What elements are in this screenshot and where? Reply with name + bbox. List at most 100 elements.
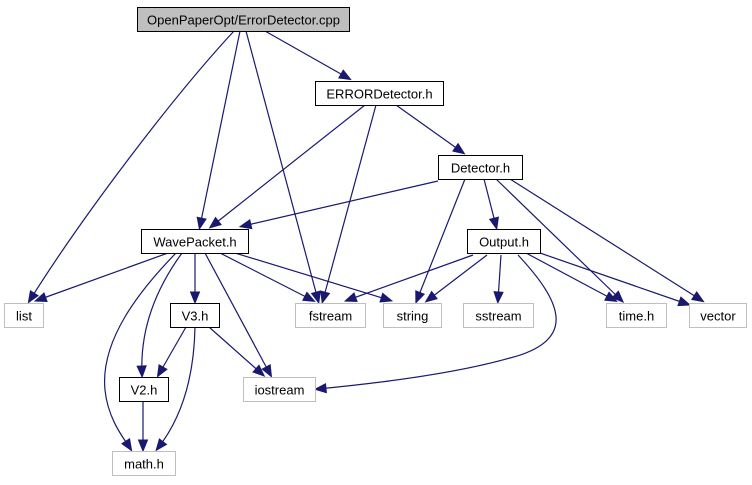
arrowhead-icon xyxy=(155,438,168,452)
edge-v2_h-to-math_h xyxy=(137,401,149,453)
node-box xyxy=(119,377,169,402)
arrowhead-icon xyxy=(310,290,321,305)
edge-line xyxy=(104,252,177,449)
edge-line xyxy=(322,104,377,301)
edge-wavepacket_h-to-fstream xyxy=(219,252,316,302)
edge-wavepacket_h-to-iostream xyxy=(204,252,273,378)
node-label: OpenPaperOpt/ErrorDetector.cpp xyxy=(147,13,340,28)
node-label: ERRORDetector.h xyxy=(326,87,432,102)
edge-wavepacket_h-to-list xyxy=(33,252,169,303)
node-label: sstream xyxy=(475,309,521,324)
node-box xyxy=(137,7,350,32)
node-v3-h[interactable]: V3.h xyxy=(170,303,220,328)
edge-line xyxy=(208,326,263,375)
arrowhead-icon xyxy=(252,364,266,377)
edge-v3_h-to-math_h xyxy=(155,326,196,452)
node-detector-h[interactable]: Detector.h xyxy=(438,155,523,180)
edge-line xyxy=(234,252,390,301)
arrowhead-icon xyxy=(424,290,438,303)
edge-line xyxy=(37,252,169,301)
edge-v3_h-to-v2_h xyxy=(156,326,187,378)
node-box xyxy=(112,451,176,476)
node-math-h: math.h xyxy=(112,451,176,476)
edge-line xyxy=(199,30,241,227)
node-string: string xyxy=(383,303,442,328)
node-box xyxy=(383,303,442,328)
edge-detector_h-to-string xyxy=(415,178,466,305)
node-box xyxy=(463,303,534,328)
node-list: list xyxy=(4,303,44,328)
node-sstream: sstream xyxy=(463,303,534,328)
edge-root-to-wavepacket_h xyxy=(196,30,241,231)
node-box xyxy=(438,155,523,180)
node-box xyxy=(689,303,747,328)
arrowhead-icon xyxy=(320,290,331,305)
arrowhead-icon xyxy=(302,291,316,302)
edge-wavepacket_h-to-v3_h xyxy=(189,253,201,305)
node-label: math.h xyxy=(124,457,164,472)
arrowhead-icon xyxy=(189,291,201,305)
node-box xyxy=(4,303,44,328)
node-label: string xyxy=(397,309,429,324)
node-box xyxy=(606,303,667,328)
arrowhead-icon xyxy=(493,291,504,305)
edges-layer xyxy=(27,30,705,453)
node-root[interactable]: OpenPaperOpt/ErrorDetector.cpp xyxy=(137,7,350,32)
edge-line xyxy=(158,326,187,375)
arrowhead-icon xyxy=(238,218,253,230)
node-v2-h[interactable]: V2.h xyxy=(119,377,169,402)
edge-root-to-errordetector_h xyxy=(264,30,352,81)
edge-output_h-to-time_h xyxy=(525,252,618,303)
node-box xyxy=(315,81,444,106)
arrowhead-icon xyxy=(27,290,39,304)
edge-line xyxy=(317,254,557,390)
edge-detector_h-to-output_h xyxy=(483,178,499,231)
edge-detector_h-to-time_h xyxy=(495,178,625,304)
node-wavepacket-h[interactable]: WavePacket.h xyxy=(141,229,249,254)
arrowhead-icon xyxy=(611,290,625,304)
arrowhead-icon xyxy=(156,364,168,378)
edge-line xyxy=(509,178,702,301)
arrowhead-icon xyxy=(196,216,207,231)
arrowhead-icon xyxy=(33,292,48,303)
edge-line xyxy=(211,104,366,227)
edge-line xyxy=(219,252,313,301)
arrowhead-icon xyxy=(691,291,705,303)
edge-line xyxy=(416,178,466,301)
node-time-h: time.h xyxy=(606,303,667,328)
edge-line xyxy=(242,180,439,227)
node-vector: vector xyxy=(689,303,747,328)
edge-detector_h-to-vector xyxy=(509,178,705,303)
node-fstream: fstream xyxy=(295,303,366,328)
arrowhead-icon xyxy=(261,364,273,378)
node-output-h[interactable]: Output.h xyxy=(467,229,541,254)
arrowhead-icon xyxy=(121,438,133,452)
arrowhead-icon xyxy=(452,142,466,155)
node-label: list xyxy=(16,309,32,324)
arrowhead-icon xyxy=(379,292,394,303)
edge-wavepacket_h-to-math_h xyxy=(104,252,177,452)
edge-wavepacket_h-to-string xyxy=(234,252,394,303)
node-label: Output.h xyxy=(479,235,529,250)
node-iostream: iostream xyxy=(243,377,316,402)
edge-line xyxy=(264,30,349,79)
edge-line xyxy=(204,252,271,375)
node-label: V3.h xyxy=(182,309,209,324)
arrowhead-icon xyxy=(677,296,692,307)
edge-root-to-list xyxy=(27,30,235,304)
node-box xyxy=(141,229,249,254)
node-label: iostream xyxy=(255,383,305,398)
edge-output_h-to-iostream xyxy=(313,254,557,394)
edge-detector_h-to-wavepacket_h xyxy=(238,180,439,230)
edge-errordetector_h-to-detector_h xyxy=(395,104,466,155)
nodes-layer: OpenPaperOpt/ErrorDetector.cppERRORDetec… xyxy=(4,7,747,476)
edge-errordetector_h-to-wavepacket_h xyxy=(208,104,366,229)
edge-v3_h-to-iostream xyxy=(208,326,266,377)
node-errordetector-h[interactable]: ERRORDetector.h xyxy=(315,81,444,106)
edge-line xyxy=(427,254,488,301)
edge-line xyxy=(141,252,183,375)
edge-line xyxy=(347,254,474,301)
edge-errordetector_h-to-fstream xyxy=(320,104,377,305)
edge-output_h-to-sstream xyxy=(493,254,504,305)
